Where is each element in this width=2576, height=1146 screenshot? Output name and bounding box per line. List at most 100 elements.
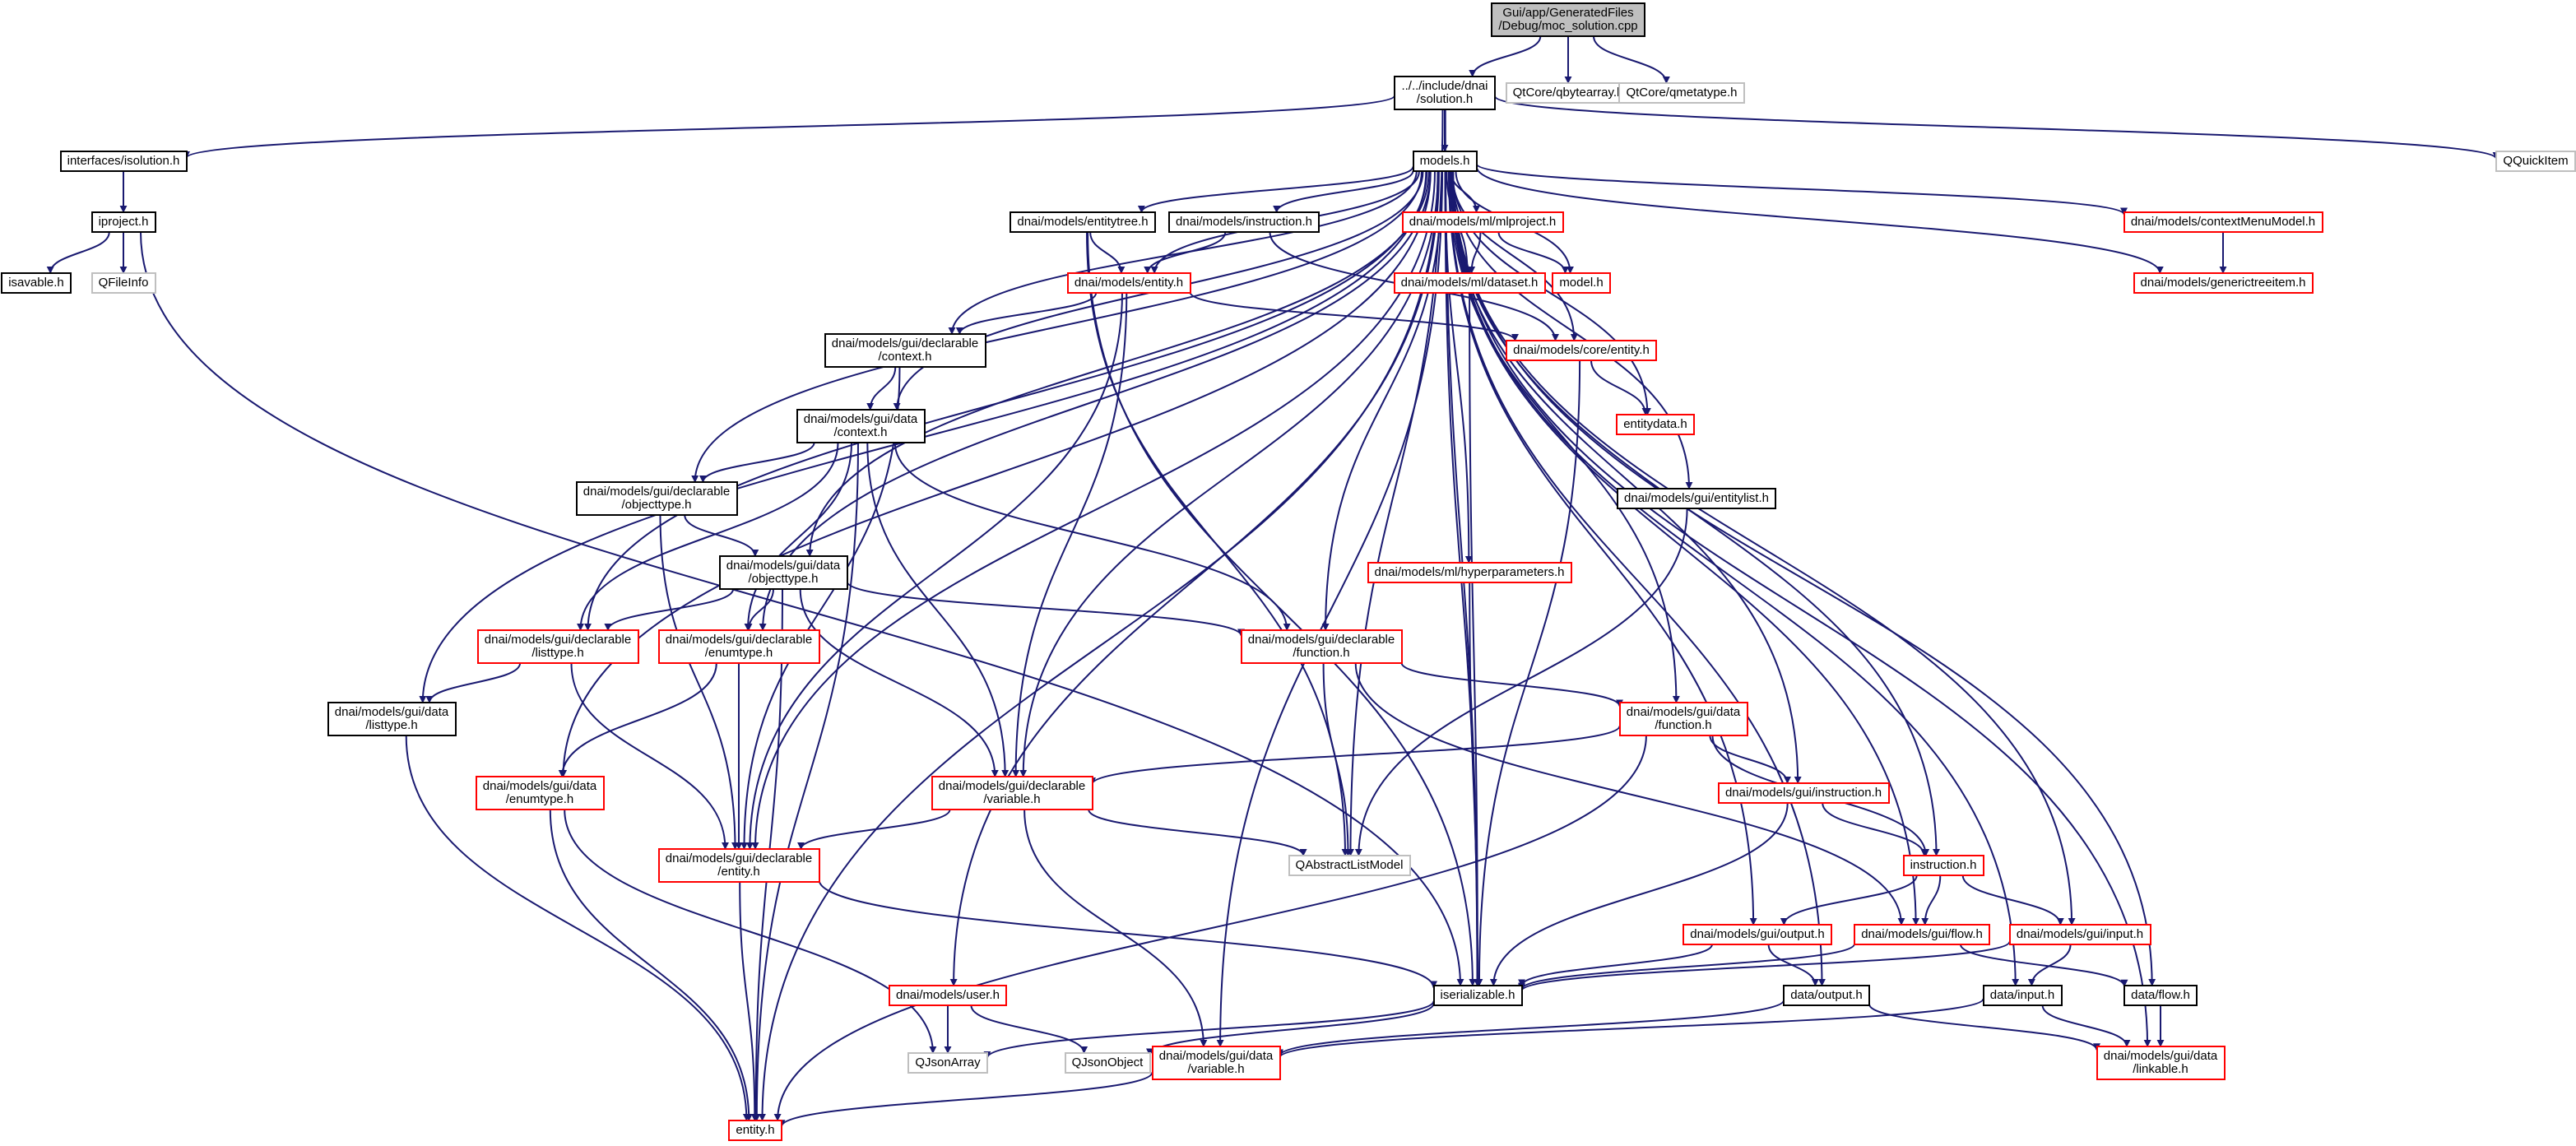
node-iserializable[interactable]: iserializable.h	[1433, 985, 1523, 1006]
node-box	[1619, 702, 1748, 736]
node-decl-entity[interactable]: dnai/models/gui/declarable/entity.h	[658, 848, 820, 883]
node-label: QJsonObject	[1072, 1056, 1144, 1069]
node-label: dnai/models/gui/declarable	[939, 779, 1085, 793]
node-core-entity[interactable]: dnai/models/core/entity.h	[1506, 340, 1657, 361]
node-box	[889, 985, 1007, 1006]
node-label: models.h	[1420, 154, 1470, 168]
node-box	[1402, 211, 1564, 233]
node-isolution[interactable]: interfaces/isolution.h	[60, 151, 188, 172]
edge-data-context-to-entity-h	[753, 442, 859, 1121]
edge-iproject-to-iserializable	[140, 231, 1464, 986]
edge-models-h-to-core-entity	[1450, 170, 1578, 341]
edge-data-function-to-decl-variable	[1088, 726, 1621, 786]
edge-models-h-to-decl-function	[1321, 170, 1443, 631]
edge-decl-entity-to-entity-h	[739, 881, 759, 1121]
node-label: dnai/models/ml/hyperparameters.h	[1375, 565, 1565, 579]
edge-solution-h-to-isolution	[183, 95, 1395, 159]
node-data-listtype[interactable]: dnai/models/gui/data/listtype.h	[327, 702, 457, 736]
node-gui-output[interactable]: dnai/models/gui/output.h	[1683, 924, 1832, 945]
node-isavable[interactable]: isavable.h	[1, 272, 72, 294]
node-contextmenu[interactable]: dnai/models/contextMenuModel.h	[2123, 211, 2323, 233]
node-box	[931, 776, 1093, 810]
node-qjsonarray[interactable]: QJsonArray	[907, 1052, 988, 1074]
node-root[interactable]: Gui/app/GeneratedFiles/Debug/moc_solutio…	[1491, 2, 1645, 37]
node-iproject[interactable]: iproject.h	[91, 211, 156, 233]
node-box	[1552, 272, 1611, 294]
node-entity-h[interactable]: entity.h	[728, 1120, 782, 1141]
node-label: /variable.h	[983, 792, 1040, 806]
node-dataset[interactable]: dnai/models/ml/dataset.h	[1394, 272, 1546, 294]
node-gui-instruction[interactable]: dnai/models/gui/instruction.h	[1718, 782, 1890, 804]
node-label: QtCore/qbytearray.h	[1513, 86, 1624, 100]
node-box	[658, 629, 820, 664]
node-user-h[interactable]: dnai/models/user.h	[889, 985, 1007, 1006]
node-gui-input[interactable]: dnai/models/gui/input.h	[2009, 924, 2151, 945]
node-hyperparams[interactable]: dnai/models/ml/hyperparameters.h	[1367, 562, 1572, 583]
node-models-h[interactable]: models.h	[1413, 151, 1478, 172]
node-decl-function[interactable]: dnai/models/gui/declarable/function.h	[1241, 629, 1403, 664]
edge-models-h-to-entitytree	[1137, 166, 1414, 213]
node-decl-variable[interactable]: dnai/models/gui/declarable/variable.h	[931, 776, 1093, 810]
node-label: dnai/models/ml/dataset.h	[1401, 276, 1539, 290]
edge-data-objecttype-to-decl-listtype	[604, 588, 735, 631]
edge-instruction-h-to-gui-input	[1961, 875, 2064, 926]
edge-models-h-to-entity-h	[759, 170, 1439, 1121]
edge-hyperparams-to-iserializable	[1469, 582, 1482, 986]
edge-data-context-to-decl-objecttype	[699, 442, 815, 483]
edge-models-h-to-decl-listtype	[584, 170, 1428, 631]
node-instruction-h[interactable]: instruction.h	[1903, 855, 1984, 876]
node-qquickitem[interactable]: QQuickItem	[2495, 151, 2576, 172]
node-label: dnai/models/gui/input.h	[2017, 927, 2143, 941]
node-data-context[interactable]: dnai/models/gui/data/context.h	[796, 409, 926, 443]
node-label: iserializable.h	[1441, 988, 1515, 1002]
node-decl-listtype[interactable]: dnai/models/gui/declarable/listtype.h	[477, 629, 639, 664]
edge-gui-instruction-to-iserializable	[1489, 802, 1789, 986]
node-qjsonobject[interactable]: QJsonObject	[1065, 1052, 1151, 1074]
node-box	[2009, 924, 2151, 945]
node-qfileinfo[interactable]: QFileInfo	[91, 272, 156, 294]
node-box	[1, 272, 72, 294]
node-label: ../../include/dnai	[1401, 79, 1488, 93]
node-entitylist[interactable]: dnai/models/gui/entitylist.h	[1617, 488, 1776, 509]
node-label: dnai/models/ml/mlproject.h	[1409, 215, 1556, 229]
node-box	[824, 333, 986, 368]
node-label: dnai/models/entity.h	[1074, 276, 1183, 290]
node-label: QQuickItem	[2503, 154, 2568, 168]
node-data-variable[interactable]: dnai/models/gui/data/variable.h	[1152, 1046, 1281, 1080]
node-qbytearray[interactable]: QtCore/qbytearray.h	[1506, 82, 1631, 104]
edge-data-objecttype-to-decl-variable	[799, 588, 999, 777]
node-mlproject[interactable]: dnai/models/ml/mlproject.h	[1402, 211, 1564, 233]
node-data-linkable[interactable]: dnai/models/gui/data/linkable.h	[2096, 1046, 2226, 1080]
edge-gui-instruction-to-instruction-h	[1822, 802, 1929, 856]
node-data-function[interactable]: dnai/models/gui/data/function.h	[1619, 702, 1748, 736]
node-data-objecttype[interactable]: dnai/models/gui/data/objecttype.h	[719, 555, 848, 590]
node-m-entity[interactable]: dnai/models/entity.h	[1067, 272, 1191, 294]
node-decl-enumtype[interactable]: dnai/models/gui/declarable/enumtype.h	[658, 629, 820, 664]
node-label: data/flow.h	[2131, 988, 2190, 1002]
node-qabstractlist[interactable]: QAbstractListModel	[1288, 855, 1411, 876]
node-entitytree[interactable]: dnai/models/entitytree.h	[1010, 211, 1156, 233]
edge-decl-listtype-to-decl-entity	[570, 662, 729, 850]
node-label: dnai/models/gui/declarable	[666, 851, 812, 865]
edge-data-context-to-decl-listtype	[577, 442, 839, 631]
edge-models-h-to-decl-entity	[751, 170, 1436, 850]
node-data-input[interactable]: data/input.h	[1983, 985, 2063, 1006]
node-m-instruction[interactable]: dnai/models/instruction.h	[1168, 211, 1320, 233]
node-qmetatype[interactable]: QtCore/qmetatype.h	[1618, 82, 1745, 104]
node-generictree[interactable]: dnai/models/generictreeitem.h	[2133, 272, 2314, 294]
node-gui-flow[interactable]: dnai/models/gui/flow.h	[1854, 924, 1990, 945]
edge-data-function-to-entity-h	[773, 735, 1647, 1121]
node-label: /context.h	[878, 350, 931, 364]
node-data-flow[interactable]: data/flow.h	[2123, 985, 2198, 1006]
node-decl-context[interactable]: dnai/models/gui/declarable/context.h	[824, 333, 986, 368]
edge-decl-context-to-decl-entity	[740, 366, 901, 850]
node-box	[1168, 211, 1320, 233]
node-label: data/input.h	[1990, 988, 2054, 1002]
node-model-h[interactable]: model.h	[1552, 272, 1611, 294]
node-solution-h[interactable]: ../../include/dnai/solution.h	[1394, 76, 1496, 110]
node-data-output[interactable]: data/output.h	[1783, 985, 1870, 1006]
node-data-enumtype[interactable]: dnai/models/gui/data/enumtype.h	[476, 776, 605, 810]
edge-data-input-to-data-linkable	[2041, 1004, 2131, 1047]
node-decl-objecttype[interactable]: dnai/models/gui/declarable/objecttype.h	[576, 481, 738, 516]
node-entitydata[interactable]: entitydata.h	[1616, 414, 1695, 435]
